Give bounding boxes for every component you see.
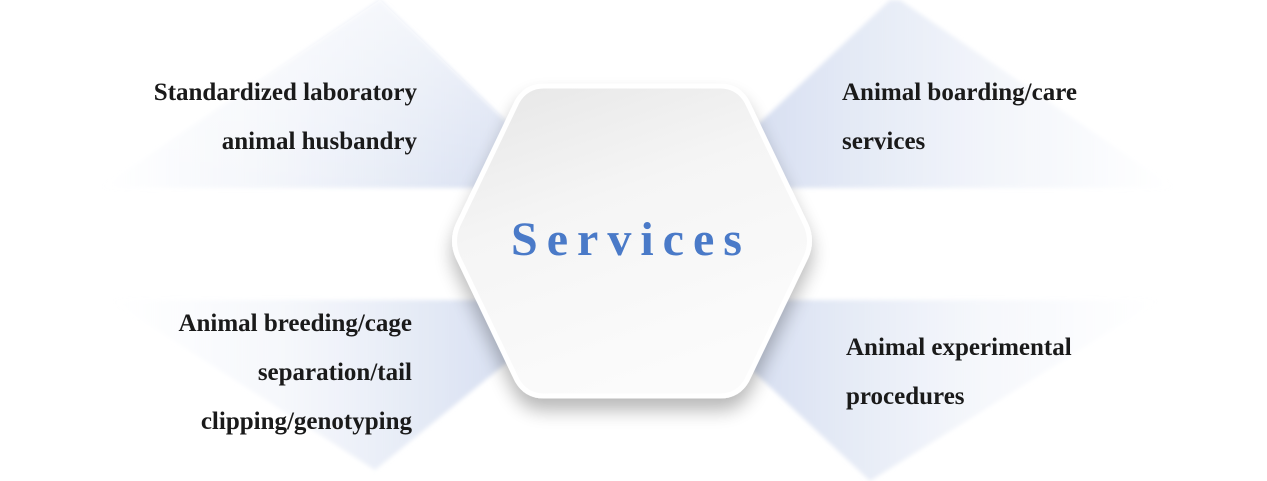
panel-top-right-background <box>752 0 1175 188</box>
panel-bottom-left-background <box>110 300 510 470</box>
service-text-line: Standardized laboratory <box>153 79 417 106</box>
service-text-line: Animal breeding/cage <box>178 310 412 337</box>
panel-top-left-background <box>100 0 515 188</box>
service-text-line: separation/tail <box>257 359 412 386</box>
panel-bottom-right-background <box>752 300 1160 481</box>
center-hexagon <box>452 83 812 399</box>
service-text-line: Animal experimental <box>846 334 1072 361</box>
service-text-line: services <box>842 128 926 155</box>
service-experimental-procedures: Animal experimental procedures <box>846 323 1072 421</box>
service-standardized-husbandry: Standardized laboratory animal husbandry <box>154 68 417 166</box>
center-title: Services <box>511 213 751 266</box>
service-text-line: Animal boarding/care <box>842 79 1077 106</box>
service-breeding-genotyping: Animal breeding/cage separation/tail cli… <box>178 299 412 446</box>
service-boarding-care: Animal boarding/care services <box>842 68 1077 166</box>
service-text-line: clipping/genotyping <box>200 408 412 435</box>
service-text-line: procedures <box>846 383 965 410</box>
service-text-line: animal husbandry <box>221 128 417 155</box>
